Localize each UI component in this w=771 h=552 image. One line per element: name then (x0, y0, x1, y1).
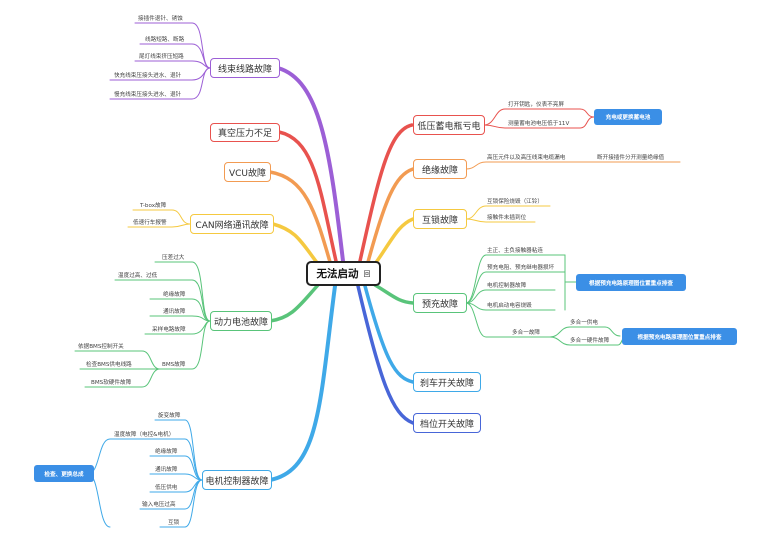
leaf-bms-fault: BMS故障 (162, 362, 186, 368)
leaf-battery-2: 温度过高、过低 (118, 273, 158, 279)
root-node[interactable]: 无法启动 回 (306, 261, 381, 286)
leaf-motor-4: 通讯故障 (155, 467, 178, 473)
leaf-precharge-4: 电机启动电容烧毁 (487, 303, 532, 309)
node-label: 动力电池故障 (213, 317, 268, 328)
node-interlock-fault[interactable]: 互锁故障 (413, 209, 467, 229)
node-insulation-fault[interactable]: 绝缘故障 (413, 159, 467, 179)
branch-battery (268, 283, 320, 323)
node-vacuum-fault[interactable]: 真空压力不足 (210, 123, 280, 142)
node-can-fault[interactable]: CAN网络通讯故障 (190, 214, 274, 234)
node-label: 电机控制器故障 (205, 476, 269, 487)
leaf-motor-7: 互锁 (168, 520, 180, 526)
leaf-precharge-1: 主正、主负接触器粘连 (487, 248, 543, 254)
leaf-insulation-sub: 断开接插件分开测量绝缘值 (597, 155, 665, 161)
node-label: 档位开关故障 (419, 419, 474, 430)
leaf-bms-2: 检查BMS供电线路 (86, 362, 132, 368)
tag-precharge-check-1[interactable]: 根据预充电路原理图位置重点排查 (576, 274, 686, 291)
leaf-wiring-3: 尾灯线束挤压短路 (139, 54, 184, 60)
branch-gear (356, 284, 415, 425)
node-label: 低压蓄电瓶亏电 (417, 121, 481, 132)
branch-precharge (373, 283, 415, 305)
branch-brake (363, 284, 415, 384)
tag-precharge-check-2[interactable]: 根据预充电路原理图位置重点排查 (622, 328, 737, 345)
leaf-bms-1: 依据BMS控制开关 (78, 344, 124, 350)
leaf-motor-6: 输入电压过高 (142, 502, 176, 508)
node-vcu-fault[interactable]: VCU故障 (224, 162, 271, 182)
node-precharge-fault[interactable]: 预充故障 (413, 293, 467, 313)
node-motor-controller-fault[interactable]: 电机控制器故障 (202, 470, 272, 490)
branch-motor (268, 284, 337, 482)
branch-wiring (276, 66, 345, 263)
leaf-lowvolt-2: 测量蓄电池电压低于11V (508, 121, 570, 127)
leaf-wiring-1: 接插件退针、锈蚀 (138, 16, 183, 22)
leaf-motor-2: 温度故障（电控&电机） (114, 432, 175, 438)
node-label: CAN网络通讯故障 (195, 220, 269, 231)
root-title: 无法启动 (316, 268, 359, 280)
leaf-combo-2: 多合一硬件故障 (570, 338, 610, 344)
tag-lowvolt-charge-replace[interactable]: 充电或更换蓄电池 (594, 109, 662, 125)
note-icon: 回 (363, 269, 371, 278)
leaf-interlock-2: 接触件未插到位 (487, 215, 527, 221)
leaf-battery-5: 采样电路故障 (152, 327, 186, 333)
leaf-combo-fault: 多合一故障 (512, 330, 540, 336)
leaf-lowvolt-1: 打开钥匙，仪表不亮屏 (508, 102, 564, 108)
node-label: 预充故障 (421, 299, 458, 310)
leaf-bms-3: BMS软硬件故障 (91, 380, 132, 386)
node-wiring-fault[interactable]: 线束线路故障 (210, 58, 280, 78)
node-brake-switch-fault[interactable]: 刹车开关故障 (413, 372, 481, 392)
leaf-interlock-1: 互锁保险烧毁（江铃） (487, 199, 543, 205)
leaf-can-2: 低速行车报警 (133, 220, 167, 226)
branch-interlock (373, 217, 415, 266)
leaf-battery-4: 通讯故障 (163, 309, 186, 315)
node-label: 互锁故障 (421, 215, 458, 226)
branch-vacuum (277, 130, 338, 263)
branch-insulation (366, 167, 415, 264)
node-gear-switch-fault[interactable]: 档位开关故障 (413, 413, 481, 433)
leaf-wiring-2: 线路短路、断路 (145, 37, 185, 43)
leaf-combo-1: 多合一供电 (570, 320, 598, 326)
leaf-wiring-5: 慢充线束压接头进水、退针 (114, 92, 182, 98)
leaf-precharge-3: 电机控制器故障 (487, 283, 527, 289)
leaf-motor-1: 旋变故障 (158, 413, 181, 419)
node-label: VCU故障 (228, 168, 267, 179)
branch-can (271, 222, 320, 266)
node-label: 线束线路故障 (217, 64, 272, 75)
leaf-precharge-2: 预充电阻、预充继电器损坏 (487, 265, 555, 271)
node-label: 绝缘故障 (421, 165, 458, 176)
leaf-insulation-1: 高压元件以及高压线束电缆漏电 (487, 155, 566, 161)
branch-vcu (268, 170, 332, 264)
node-low-voltage-battery[interactable]: 低压蓄电瓶亏电 (413, 115, 485, 135)
node-battery-fault[interactable]: 动力电池故障 (210, 311, 272, 331)
branch-lowvolt (358, 123, 414, 263)
leaf-can-1: T-box故障 (140, 203, 167, 209)
leaf-battery-1: 压差过大 (162, 255, 185, 261)
tag-motor-check-replace[interactable]: 检查、更换总成 (34, 465, 94, 482)
leaf-motor-5: 低压供电 (155, 485, 178, 491)
leaf-wiring-4: 快充线束压接头进水、退针 (114, 73, 182, 79)
leaf-battery-3: 绝缘故障 (163, 292, 186, 298)
node-label: 刹车开关故障 (419, 378, 474, 389)
node-label: 真空压力不足 (217, 129, 272, 139)
leaf-motor-3: 绝缘故障 (155, 449, 178, 455)
